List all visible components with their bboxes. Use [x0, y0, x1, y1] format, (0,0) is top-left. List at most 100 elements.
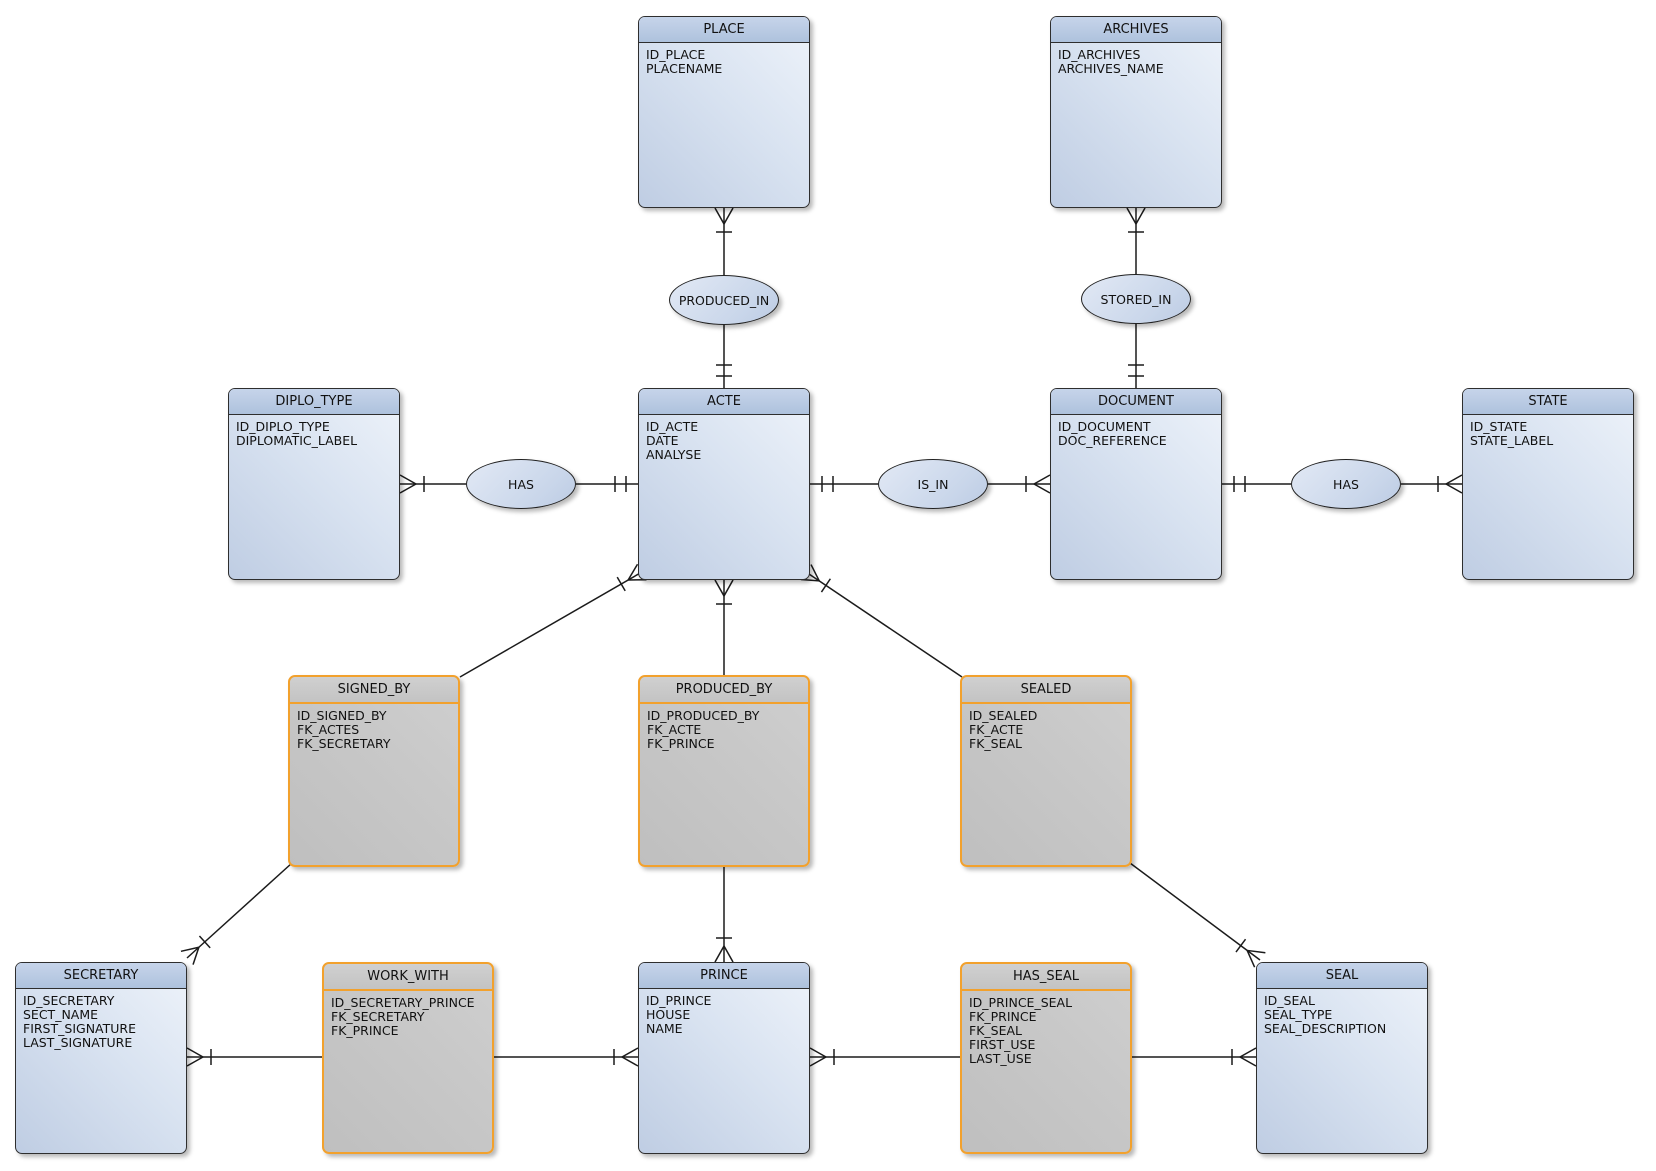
association-sealed-title: SEALED: [962, 677, 1130, 704]
attribute: ID_PRODUCED_BY: [647, 708, 760, 723]
attribute: SEAL_DESCRIPTION: [1264, 1021, 1387, 1036]
connector-line: [1135, 207, 1146, 225]
connector-line: [809, 1056, 827, 1067]
connector-line: [1239, 1047, 1257, 1058]
relationship-has-diplo[interactable]: HAS: [466, 459, 576, 509]
entity-archives-title: ARCHIVES: [1051, 17, 1221, 43]
connector-line: [186, 862, 293, 959]
attribute: SECT_NAME: [23, 1007, 99, 1022]
entity-seal-title: SEAL: [1257, 963, 1427, 989]
entity-place-title: PLACE: [639, 17, 809, 43]
attribute: FK_ACTES: [297, 722, 360, 737]
connector-line: [186, 1047, 204, 1058]
attribute: LAST_SIGNATURE: [23, 1035, 133, 1050]
association-produced-by-title: PRODUCED_BY: [640, 677, 808, 704]
relationship-is-in[interactable]: IS_IN: [878, 459, 988, 509]
attribute: FIRST_SIGNATURE: [23, 1021, 136, 1036]
attribute: STATE_LABEL: [1470, 433, 1554, 448]
connector-line: [723, 945, 734, 963]
connector-line: [180, 946, 200, 953]
attribute: DATE: [646, 433, 679, 448]
attribute: FK_PRINCE: [647, 736, 715, 751]
connector-line: [714, 579, 725, 597]
connector-line: [1033, 474, 1051, 485]
relationship-has-diplo-label: HAS: [508, 476, 534, 492]
connector-line: [459, 571, 643, 678]
attribute: ID_SECRETARY: [23, 993, 115, 1008]
attribute: ID_ARCHIVES: [1058, 47, 1141, 62]
connector-line: [399, 474, 417, 485]
attribute: ANALYSE: [646, 447, 702, 462]
connector-line: [192, 947, 200, 965]
attribute: ID_ACTE: [646, 419, 699, 434]
connector-line: [621, 1056, 639, 1067]
connector-line: [723, 579, 734, 597]
attribute: ID_SECRETARY_PRINCE: [331, 995, 475, 1010]
relationship-produced-in[interactable]: PRODUCED_IN: [669, 275, 779, 325]
attribute: ID_DIPLO_TYPE: [236, 419, 330, 434]
attribute: LAST_USE: [969, 1051, 1032, 1066]
attribute: ARCHIVES_NAME: [1058, 61, 1164, 76]
entity-state-title: STATE: [1463, 389, 1633, 415]
attribute: ID_SEAL: [1264, 993, 1315, 1008]
connector-line: [1126, 207, 1137, 225]
connector-line: [805, 571, 963, 678]
attribute: PLACENAME: [646, 61, 723, 76]
association-signed-by-title: SIGNED_BY: [290, 677, 458, 704]
connector-line: [714, 945, 725, 963]
connector-line: [714, 207, 725, 225]
attribute: FK_ACTE: [647, 722, 702, 737]
attribute: ID_DOCUMENT: [1058, 419, 1151, 434]
attribute: HOUSE: [646, 1007, 691, 1022]
connector-line: [621, 1047, 639, 1058]
connector-line: [723, 207, 734, 225]
entity-secretary-title: SECRETARY: [16, 963, 186, 989]
connector-line: [1445, 483, 1463, 494]
attribute: FK_SECRETARY: [297, 736, 391, 751]
connector-line: [1247, 949, 1266, 954]
connector-line: [1129, 862, 1261, 961]
relationship-is-in-label: IS_IN: [917, 476, 949, 492]
entity-diplo-type-title: DIPLO_TYPE: [229, 389, 399, 415]
connector-line: [198, 935, 211, 949]
connector-line: [616, 576, 626, 592]
relationship-stored-in-label: STORED_IN: [1100, 291, 1172, 307]
attribute: DIPLOMATIC_LABEL: [236, 433, 358, 448]
attribute: ID_PRINCE: [646, 993, 712, 1008]
attribute: FK_ACTE: [969, 722, 1024, 737]
connector-line: [1445, 474, 1463, 485]
connector-line: [1033, 483, 1051, 494]
entity-document-title: DOCUMENT: [1051, 389, 1221, 415]
attribute: ID_SIGNED_BY: [297, 708, 387, 723]
relationship-has-state[interactable]: HAS: [1291, 459, 1401, 509]
attribute: SEAL_TYPE: [1264, 1007, 1333, 1022]
relationship-stored-in[interactable]: STORED_IN: [1081, 274, 1191, 324]
association-has-seal-title: HAS_SEAL: [962, 964, 1130, 991]
